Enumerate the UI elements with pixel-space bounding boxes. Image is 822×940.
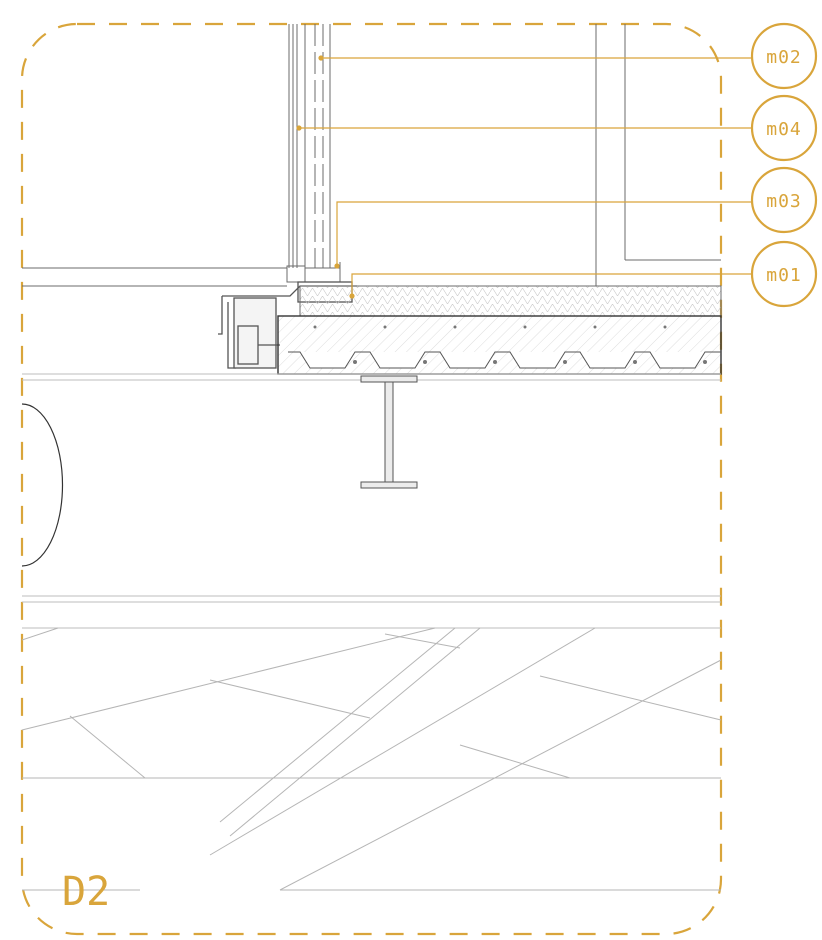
metal-deck [288,351,721,369]
leader-lines [296,55,752,299]
tag-m01: m01 [750,240,818,308]
tag-m03-label: m03 [766,191,802,212]
tag-m01-label: m01 [766,265,802,286]
rebar-dots [313,325,707,364]
insulation-layer [299,285,722,317]
tag-m04-label: m04 [766,119,802,140]
tag-m02: m02 [750,22,818,90]
steel-beam [360,375,418,489]
concrete-slab [277,315,722,375]
window-sill-lines [22,262,341,287]
floor-pattern [21,627,722,891]
floor-band [22,595,721,629]
tag-m04: m04 [750,94,818,162]
door-swing [21,403,64,567]
tag-m02-label: m02 [766,47,802,68]
detail-label: D2 [62,869,110,915]
detail-boundary [20,22,723,936]
curtain-wall [288,24,721,286]
tag-m03: m03 [750,166,818,234]
